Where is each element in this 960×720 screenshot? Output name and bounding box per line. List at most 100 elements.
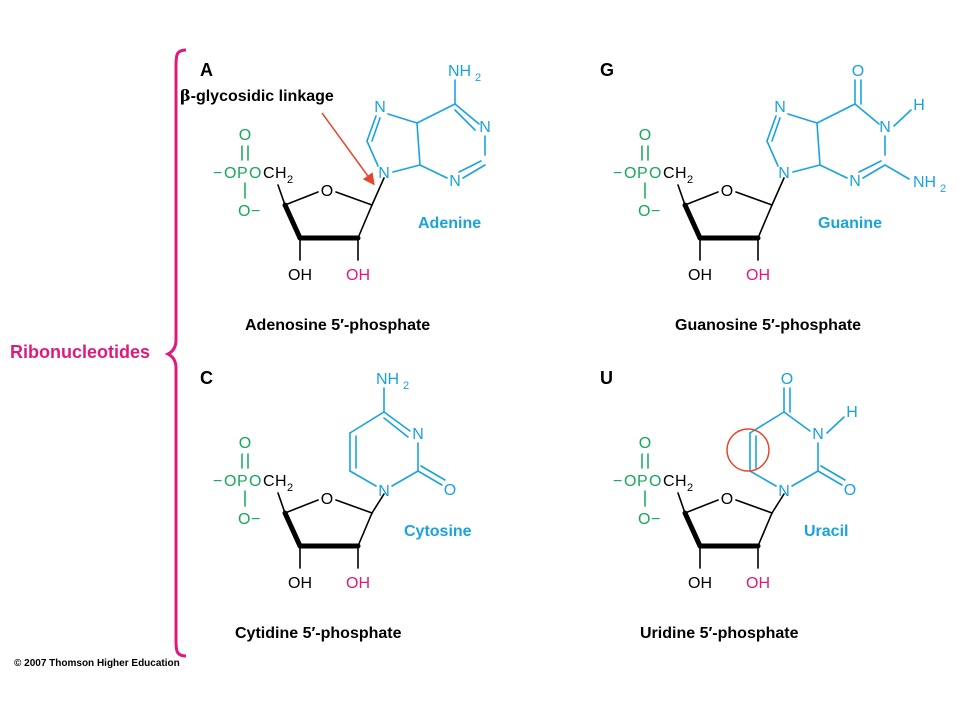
bond: [366, 115, 377, 142]
bond: [284, 499, 319, 514]
ribose-ring-o: O: [721, 183, 733, 200]
phosphate-o-top: O: [639, 127, 651, 144]
bond: [893, 109, 912, 127]
atom-n3: N: [812, 426, 824, 443]
bond: [862, 164, 886, 179]
hydroxyl-3: OH: [688, 575, 712, 592]
carbon-h: H: [275, 165, 287, 182]
bond: [277, 184, 286, 206]
bond: [749, 470, 777, 487]
bond: [383, 411, 411, 432]
bond: [357, 512, 373, 547]
atom-n9: N: [378, 165, 390, 182]
bond: [684, 191, 719, 206]
panel-letter: A: [200, 60, 213, 80]
carbon-h2-sub: 2: [687, 174, 693, 186]
nucleotide-name: Guanosine 5′-phosphate: [675, 317, 861, 334]
phosphate-o-bottom: O: [638, 203, 650, 220]
phosphate-p: P: [637, 473, 648, 490]
bond: [820, 465, 846, 481]
amine-h2-sub: 2: [475, 72, 481, 84]
bond: [462, 164, 486, 179]
carbonyl-o2: O: [444, 482, 456, 499]
carbon-h2-sub: 2: [287, 174, 293, 186]
bond: [816, 103, 856, 124]
phosphate-minus: −: [613, 165, 622, 182]
phosphate-o-bridge: O: [249, 473, 261, 490]
bold-bond: [282, 202, 303, 241]
phosphate-o-top: O: [639, 435, 651, 452]
bond: [371, 117, 381, 142]
glycosidic-annotation: β-glycosidic linkage: [180, 86, 334, 105]
bond: [677, 492, 686, 514]
bond: [787, 113, 818, 124]
atom-n1: N: [879, 119, 891, 136]
hydroxyl-3: OH: [288, 575, 312, 592]
ribonucleotides-bracket: [164, 48, 187, 658]
phosphate-o-top: O: [239, 435, 251, 452]
carbon-c5: C: [263, 165, 275, 182]
bond: [458, 160, 482, 173]
phosphate-p: P: [237, 165, 248, 182]
ribose-ring-o: O: [321, 491, 333, 508]
carbonyl-o2: O: [844, 482, 856, 499]
hydroxyl-3: OH: [688, 267, 712, 284]
bond: [387, 113, 418, 124]
bond: [371, 493, 385, 514]
atom-n7: N: [774, 99, 786, 116]
bond: [335, 191, 373, 206]
amine-h2-sub: 2: [940, 183, 946, 195]
bond: [771, 117, 781, 142]
carbon-h2-sub: 2: [287, 482, 293, 494]
carbon-c5: C: [663, 473, 675, 490]
phosphate-o-bridge: O: [649, 473, 661, 490]
atom-n1: N: [778, 483, 790, 500]
bond: [791, 470, 819, 487]
atom-n9: N: [778, 165, 790, 182]
hydroxyl-3: OH: [288, 267, 312, 284]
phosphate-minus-bottom: −: [651, 203, 660, 220]
atom-n1: N: [378, 483, 390, 500]
phosphate-o-top: O: [239, 127, 251, 144]
bond: [757, 512, 773, 547]
bond: [454, 103, 480, 125]
bond: [677, 184, 686, 206]
glycosidic-arrow: [321, 112, 375, 186]
carbon-c5: C: [663, 165, 675, 182]
bond: [735, 499, 773, 514]
phosphate-o-bottom: O: [238, 203, 250, 220]
carbon-c5: C: [263, 473, 275, 490]
ribose-ring-o: O: [721, 491, 733, 508]
bond: [783, 411, 811, 432]
panel-letter: U: [600, 368, 613, 388]
bond: [392, 164, 421, 173]
phosphate-o-left: O: [224, 473, 236, 490]
phosphate-minus: −: [213, 473, 222, 490]
bond: [771, 177, 785, 206]
bond: [817, 470, 843, 486]
bond: [284, 191, 319, 206]
base-name: Cytosine: [404, 523, 472, 540]
bond: [366, 140, 379, 167]
atom-h: H: [846, 404, 858, 421]
carbon-h: H: [675, 165, 687, 182]
bold-bond: [682, 510, 703, 549]
bond: [383, 417, 409, 438]
carbonyl-o4: O: [781, 371, 793, 388]
bond: [749, 411, 785, 434]
phosphate-o-bottom: O: [638, 511, 650, 528]
carbon-h: H: [675, 473, 687, 490]
base-name: Adenine: [418, 215, 481, 232]
bond: [819, 164, 848, 179]
bond: [349, 470, 377, 487]
atom-n3: N: [412, 426, 424, 443]
bold-bond: [682, 202, 703, 241]
phosphate-minus: −: [613, 473, 622, 490]
ribose-ring-o: O: [321, 183, 333, 200]
bond: [826, 416, 845, 434]
group-label: Ribonucleotides: [10, 342, 150, 362]
hydroxyl-2: OH: [746, 267, 770, 284]
